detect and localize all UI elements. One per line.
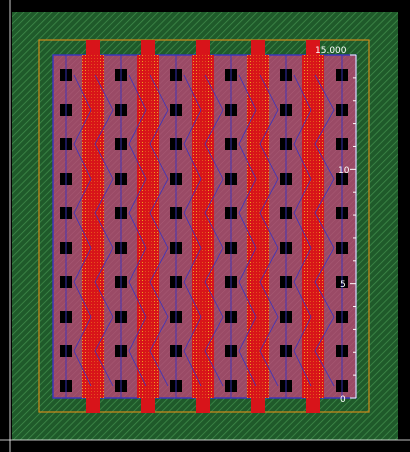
poly-finger-top-stub — [141, 40, 155, 55]
poly-finger-bottom-stub — [196, 398, 210, 413]
poly-finger-top-stub — [196, 40, 210, 55]
metal-line-diagonal — [183, 74, 202, 387]
poly-finger-bottom-stub — [251, 398, 265, 413]
ruler-label-0: 0 — [340, 395, 346, 405]
poly-finger-core — [143, 55, 153, 398]
poly-finger-core — [198, 55, 208, 398]
metal-line-diagonal — [128, 74, 147, 387]
ruler-label-5: 5 — [340, 280, 346, 290]
poly-finger-top-stub — [86, 40, 100, 55]
poly-finger-top-stub — [251, 40, 265, 55]
metal-line-diagonal — [293, 74, 312, 387]
metal-line-diagonal — [204, 74, 224, 387]
poly-finger-core — [88, 55, 98, 398]
metal-line-diagonal — [94, 74, 114, 387]
ruler-label-max: 15.000 — [315, 46, 347, 56]
metal-line-diagonal — [314, 74, 335, 387]
ruler-label-10: 10 — [338, 166, 350, 176]
ruler-ticks — [350, 54, 356, 399]
poly-finger-core — [253, 55, 263, 398]
poly-finger-bottom-stub — [306, 398, 320, 413]
metal-line-diagonal — [149, 74, 169, 387]
poly-fingers — [82, 40, 324, 413]
poly-finger-top-stub — [306, 40, 320, 55]
poly-finger-bottom-stub — [141, 398, 155, 413]
metal-line-diagonal — [73, 74, 92, 387]
metal-line-diagonal — [238, 74, 257, 387]
metal-wires — [65, 55, 343, 398]
metal-line-diagonal — [259, 74, 279, 387]
poly-finger-bottom-stub — [86, 398, 100, 413]
poly-finger-core — [308, 55, 318, 398]
